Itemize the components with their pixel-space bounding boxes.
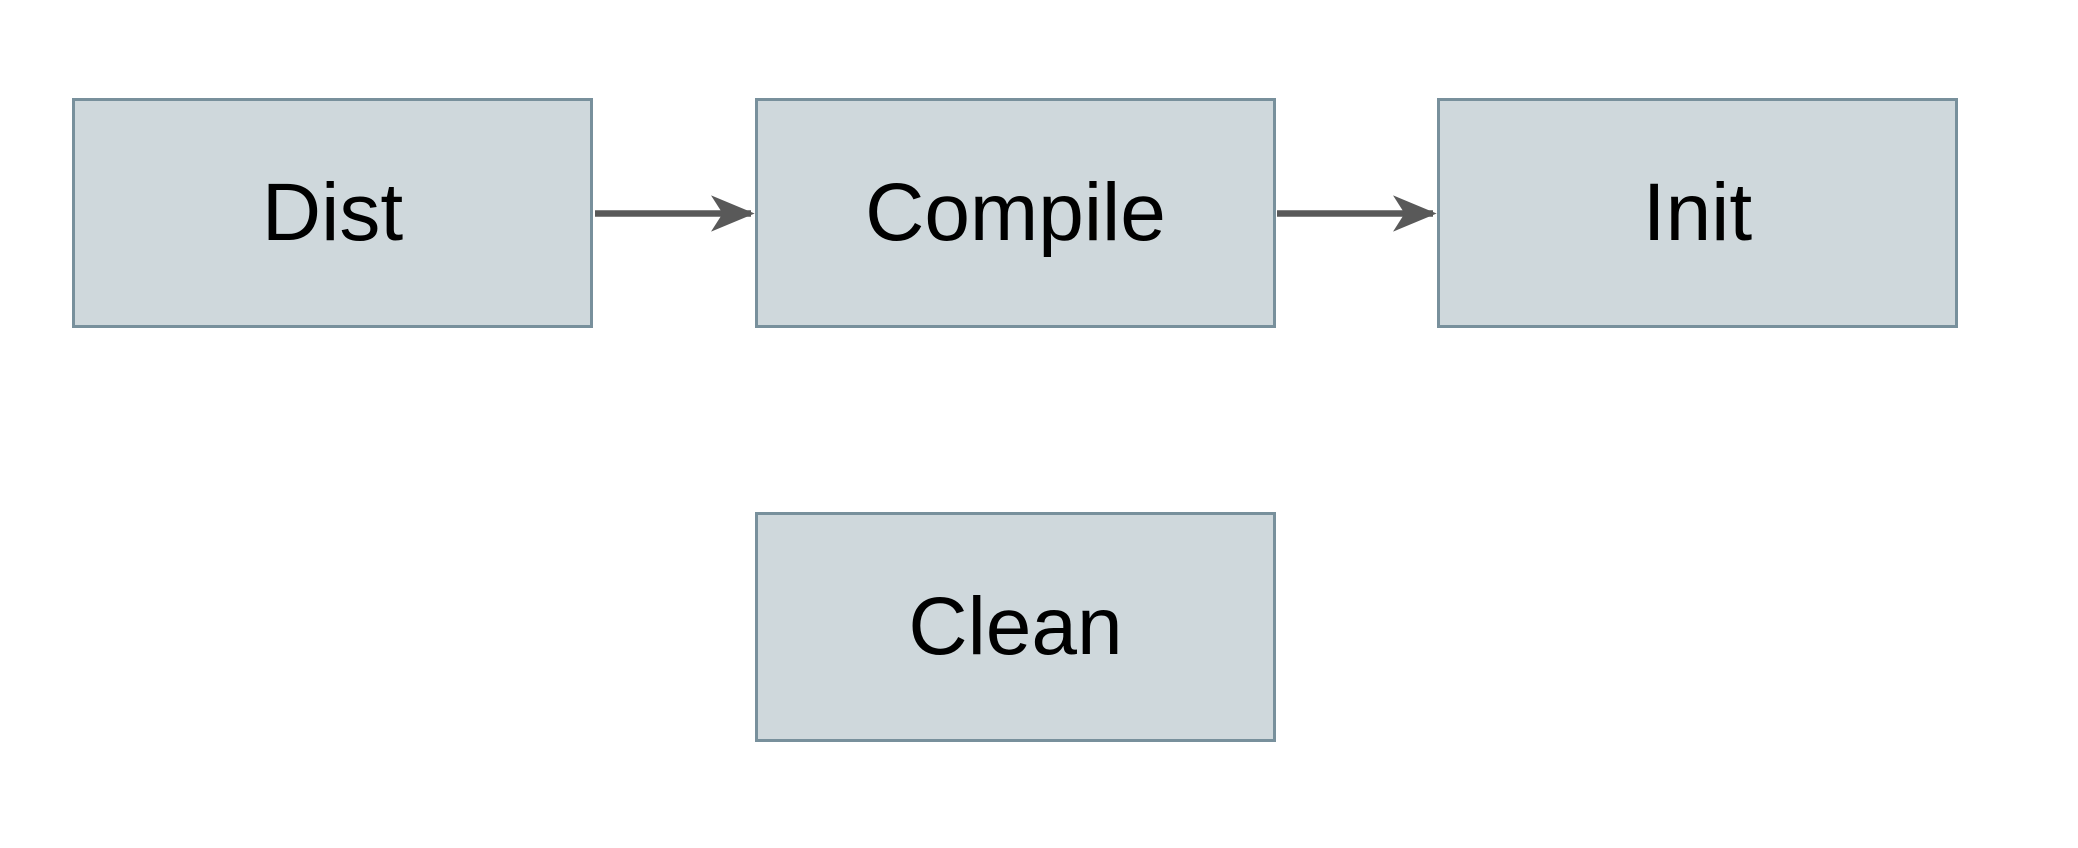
node-compile-label: Compile xyxy=(865,167,1166,258)
node-clean: Clean xyxy=(755,512,1276,742)
node-compile: Compile xyxy=(755,98,1276,328)
node-dist-label: Dist xyxy=(261,167,404,258)
node-clean-label: Clean xyxy=(908,581,1123,672)
node-init-label: Init xyxy=(1642,167,1753,258)
node-dist: Dist xyxy=(72,98,593,328)
node-init: Init xyxy=(1437,98,1958,328)
